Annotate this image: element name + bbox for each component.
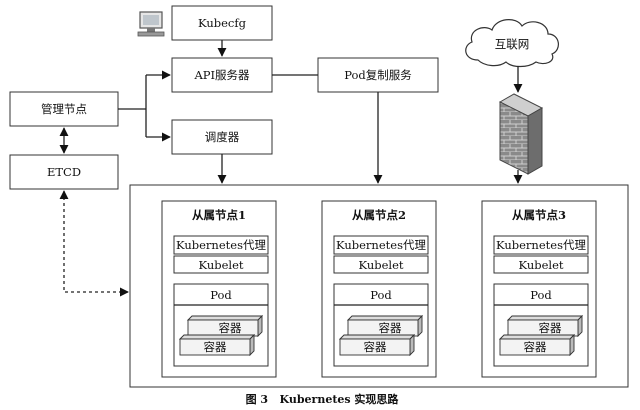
figure-caption: 图 3 Kubernetes 实现思路 [246,392,400,406]
etcd-box: ETCD [9,154,119,190]
internet-label: 互联网 [495,37,530,51]
kubecfg-box: Kubecfg [171,5,273,41]
minion-title: 从属节点1 [192,208,246,222]
minion-title: 从属节点3 [512,208,566,222]
container-label: 容器 [204,340,227,354]
minion-node-3: 从属节点3 Kubernetes代理 Kubelet Pod 容器 容器 [481,200,597,378]
management-node-label: 管理节点 [41,102,87,116]
pod-replication-box: Pod复制服务 [317,57,439,93]
container-label: 容器 [219,321,242,335]
kubelet-label: Kubelet [198,258,243,272]
pod-label: Pod [210,288,232,302]
kubelet-label: Kubelet [358,258,403,272]
etcd-label: ETCD [47,165,81,179]
pod-label: Pod [370,288,392,302]
container-block-a: 容器 [346,314,424,338]
container-block-a: 容器 [186,314,264,338]
computer-icon [137,11,165,37]
container-block-b: 容器 [178,333,256,357]
kubelet-label: Kubelet [518,258,563,272]
container-label: 容器 [539,321,562,335]
kubecfg-label: Kubecfg [198,16,247,30]
management-node-box: 管理节点 [9,91,119,127]
firewall-icon [498,93,544,175]
container-block-b: 容器 [338,333,416,357]
pod-replication-label: Pod复制服务 [344,68,412,82]
scheduler-label: 调度器 [205,130,240,144]
minion-title: 从属节点2 [352,208,406,222]
pod-label: Pod [530,288,552,302]
api-server-label: API服务器 [193,68,250,82]
minion-node-1: 从属节点1 Kubernetes代理 Kubelet Pod 容器 容器 [161,200,277,378]
kubernetes-proxy-label: Kubernetes代理 [336,238,426,252]
container-label: 容器 [524,340,547,354]
connectors [59,40,523,297]
kubernetes-proxy-label: Kubernetes代理 [176,238,266,252]
api-server-box: API服务器 [171,57,273,93]
minion-node-2: 从属节点2 Kubernetes代理 Kubelet Pod 容器 容器 [321,200,437,378]
kubernetes-proxy-label: Kubernetes代理 [496,238,586,252]
cloud-icon: 互联网 [465,19,559,68]
scheduler-box: 调度器 [171,119,273,155]
container-block-a: 容器 [506,314,584,338]
container-block-b: 容器 [498,333,576,357]
container-label: 容器 [364,340,387,354]
container-label: 容器 [379,321,402,335]
